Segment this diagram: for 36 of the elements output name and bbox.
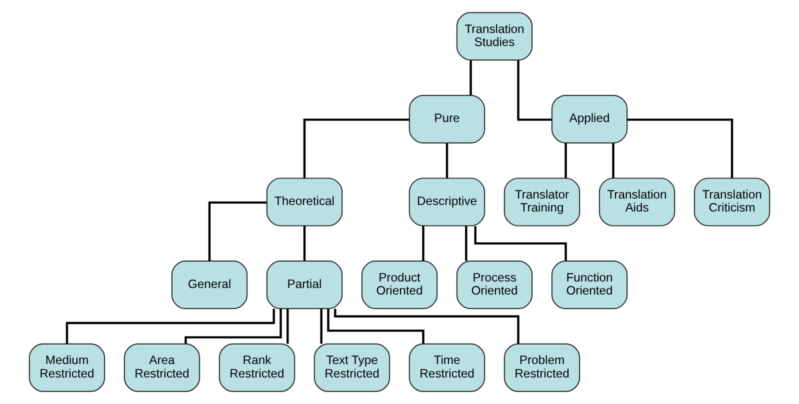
- node-box: Descriptive: [408, 178, 486, 226]
- node-box: Product Oriented: [361, 260, 438, 310]
- node-box: Process Oriented: [456, 260, 533, 310]
- node-box: Rank Restricted: [218, 343, 296, 392]
- node-box: Text Type Restricted: [314, 343, 390, 392]
- connector: [286, 308, 289, 344]
- connector: [422, 226, 424, 261]
- node-box: Translation Criticism: [694, 178, 770, 226]
- connector: [66, 308, 275, 344]
- connector: [334, 308, 520, 344]
- node-box: Applied: [551, 94, 628, 144]
- connector: [303, 118, 410, 178]
- node-box: Translation Studies: [456, 12, 533, 61]
- node-box: General: [171, 260, 248, 310]
- connector: [470, 60, 472, 96]
- connector: [627, 118, 734, 178]
- connector: [303, 226, 306, 261]
- node-box: Function Oriented: [551, 260, 628, 310]
- node-box: Medium Restricted: [28, 343, 106, 392]
- connector: [465, 226, 468, 261]
- node-box: Area Restricted: [124, 343, 200, 392]
- connector: [517, 60, 552, 121]
- connector: [327, 308, 424, 344]
- connector: [612, 143, 614, 178]
- node-box: Partial: [266, 260, 343, 310]
- node-box: Translator Training: [504, 178, 580, 226]
- node-box: Problem Restricted: [504, 343, 580, 392]
- node-box: Time Restricted: [408, 343, 486, 392]
- connector: [184, 308, 282, 344]
- node-box: Translation Aids: [598, 178, 676, 226]
- node-box: Pure: [408, 94, 486, 144]
- connector: [564, 143, 567, 178]
- connector: [208, 201, 266, 262]
- connector: [320, 308, 322, 344]
- connector: [446, 143, 448, 178]
- node-box: Theoretical: [266, 178, 343, 226]
